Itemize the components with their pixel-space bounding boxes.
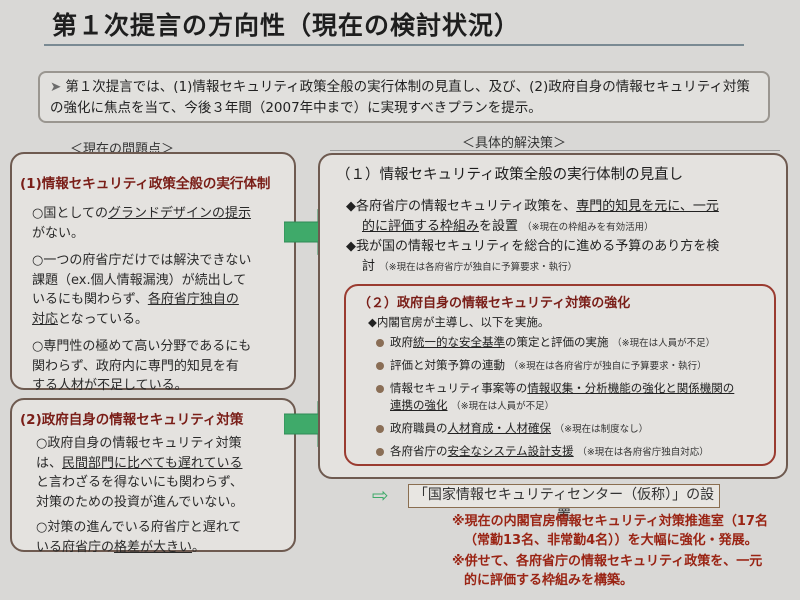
text-segment: がない。: [32, 225, 85, 241]
header-divider: [330, 150, 780, 151]
list-item: 政府職員の人材育成・人材確保 （※現在は制度なし）: [376, 420, 776, 438]
center-establishment-box: 「国家情報セキュリティセンター（仮称）」の設置: [408, 484, 720, 524]
text-segment: する人材が不足している。: [32, 378, 188, 393]
underlined-text: 各府省庁独自の: [147, 292, 239, 307]
text-segment: ○専門性の極めて高い分野であるにも: [32, 339, 252, 354]
problem-box-1: (1)情報セキュリティ政策全般の実行体制 ○国としてのグランドデザインの提示 が…: [10, 152, 296, 393]
underlined-text: 民間部門に比べても遅れている: [62, 455, 243, 471]
solution-box-1-title: （１）情報セキュリティ政策全般の実行体制の見直し: [336, 167, 684, 183]
underlined-text: グランドデザインの提示: [107, 206, 251, 221]
solution-box-2-title: （２）政府自身の情報セキュリティ対策の強化: [358, 296, 631, 311]
text-segment: いるにも関わらず、: [32, 292, 148, 307]
underlined-text: 対応: [32, 311, 59, 327]
note-text: （※現在は人員が不足）: [612, 338, 716, 349]
text-segment: と言わざるを得ないにも関わらず、: [36, 475, 243, 490]
problem-box-1-title: (1)情報セキュリティ政策全般の実行体制: [20, 176, 271, 192]
arrow-bullet-icon: ➤: [50, 79, 62, 95]
note-line: （常勤13名、非常勤4名））を大幅に強化・発展。: [464, 533, 758, 548]
text-segment: 討: [362, 258, 376, 274]
header-solutions: ＜具体的解決策＞: [462, 136, 567, 151]
underlined-text: 情報収集・分析機能の強化と関係機関の: [527, 381, 735, 395]
underlined-text: 人材育成・人材確保: [447, 421, 552, 435]
summary-box: ➤第１次提言では、(1)情報セキュリティ政策全般の実行体制の見直し、及び、(2)…: [38, 71, 770, 123]
text-segment: ○一つの府省庁だけでは解決できない: [32, 253, 252, 268]
solution-box-2-list: 政府統一的な安全基準の策定と評価の実施 （※現在は人員が不足） 評価と対策予算の…: [376, 334, 776, 461]
page-title: 第１次提言の方向性（現在の検討状況）: [52, 11, 521, 40]
underlined-text: 的に評価する枠組み: [362, 218, 480, 234]
text-segment: 政府職員の: [390, 421, 448, 435]
text-segment: 課題（ex.個人情報漏洩）が続出して: [32, 272, 247, 288]
title-divider: [44, 44, 744, 46]
note-text: （※現在は制度なし）: [554, 424, 649, 435]
note-2: ※併せて、各府省庁の情報セキュリティ政策を、一元 的に評価する枠組みを構築。: [452, 552, 762, 590]
text-segment: となっている。: [58, 311, 148, 327]
list-item: 連携の強化 （※現在は人員が不足）: [376, 397, 776, 415]
problem-box-2-title: (2)政府自身の情報セキュリティ対策: [20, 412, 244, 428]
text-segment: を設置: [479, 218, 519, 234]
text-segment: 政府: [390, 335, 413, 349]
note-text: （※現在の枠組みを有効活用）: [522, 221, 654, 233]
note-1: ※現在の内閣官房情報セキュリティ対策推進室（17名 （常勤13名、非常勤4名））…: [452, 512, 768, 550]
note-line: 的に評価する枠組みを構築。: [464, 573, 634, 588]
note-text: （※現在は各府省庁が独自に予算要求・執行）: [508, 361, 707, 372]
note-line: ※併せて、各府省庁の情報セキュリティ政策を、一元: [452, 554, 763, 569]
bullet-dot-icon: [376, 361, 384, 370]
text-segment: ○国としての: [32, 206, 108, 221]
summary-line-1: 第１次提言では、(1)情報セキュリティ政策全般の実行体制の見直し、及び、(2)政…: [65, 79, 750, 95]
problem-box-2-body: ○政府自身の情報セキュリティ対策 は、民間部門に比べても遅れている と言わざるを…: [36, 434, 294, 557]
text-segment: の策定と評価の実施: [505, 335, 609, 349]
solution-box-2: （２）政府自身の情報セキュリティ対策の強化 ◆内閣官房が主導し、以下を実施。 政…: [344, 284, 776, 466]
solution-box-1-body: ◆各府省庁の情報セキュリティ政策を、専門的知見を元に、一元 的に評価する枠組みを…: [346, 197, 786, 277]
list-item: 政府統一的な安全基準の策定と評価の実施 （※現在は人員が不足）: [376, 334, 776, 352]
text-segment: ◆我が国の情報セキュリティを総合的に進める予算のあり方を検: [346, 239, 720, 254]
note-text: （※現在は各府省庁が独自に予算要求・執行）: [379, 261, 578, 273]
solution-box-2-lead: ◆内閣官房が主導し、以下を実施。: [368, 315, 550, 329]
bullet-dot-icon: [376, 338, 384, 347]
text-segment: 各府省庁の: [390, 444, 448, 458]
bullet-dot-icon: [376, 447, 384, 456]
list-item: 各府省庁の安全なシステム設計支援 （※現在は各府省庁独自対応）: [376, 443, 776, 461]
underlined-text: 統一的な安全基準: [413, 335, 505, 349]
bullet-dot-icon: [376, 424, 384, 433]
note-line: ※現在の内閣官房情報セキュリティ対策推進室（17名: [452, 514, 768, 529]
note-text: （※現在は人員が不足）: [451, 401, 555, 412]
underlined-text: 連携の強化: [390, 398, 448, 412]
underlined-text: 専門的知見を元に、一元: [576, 199, 719, 214]
problem-box-2: (2)政府自身の情報セキュリティ対策 ○政府自身の情報セキュリティ対策 は、民間…: [10, 398, 296, 555]
problem-box-1-body: ○国としてのグランドデザインの提示 がない。 ○一つの府省庁だけでは解決できない…: [32, 204, 294, 396]
list-item: 評価と対策予算の連動 （※現在は各府省庁が独自に予算要求・執行）: [376, 357, 776, 375]
text-segment: 評価と対策予算の連動: [390, 358, 505, 372]
note-text: （※現在は各府省庁独自対応）: [577, 447, 709, 458]
bullet-dot-icon: [376, 384, 384, 393]
text-segment: 対策のための投資が進んでいない。: [36, 494, 244, 510]
text-segment: 情報セキュリティ事案等の: [390, 381, 528, 395]
underlined-text: 安全なシステム設計支援: [447, 444, 574, 458]
underlined-text: 格差が大きい: [114, 539, 193, 555]
text-segment: は、: [36, 455, 63, 471]
text-segment: ◆各府省庁の情報セキュリティ政策を、: [346, 199, 577, 214]
text-segment: いる府省庁の: [36, 539, 115, 555]
text-segment: ○政府自身の情報セキュリティ対策: [36, 436, 242, 451]
text-segment: ○対策の進んでいる府省庁と遅れて: [36, 520, 242, 535]
list-item: 情報セキュリティ事案等の情報収集・分析機能の強化と関係機関の: [376, 380, 776, 397]
text-segment: 。: [192, 539, 206, 555]
arrow-right-small-icon: ⇨: [372, 483, 389, 507]
text-segment: 関わらず、政府内に専門的知見を有: [32, 358, 239, 374]
summary-line-2: の強化に焦点を当て、今後３年間（2007年中まで）に実現すべきプランを提示。: [50, 100, 542, 116]
